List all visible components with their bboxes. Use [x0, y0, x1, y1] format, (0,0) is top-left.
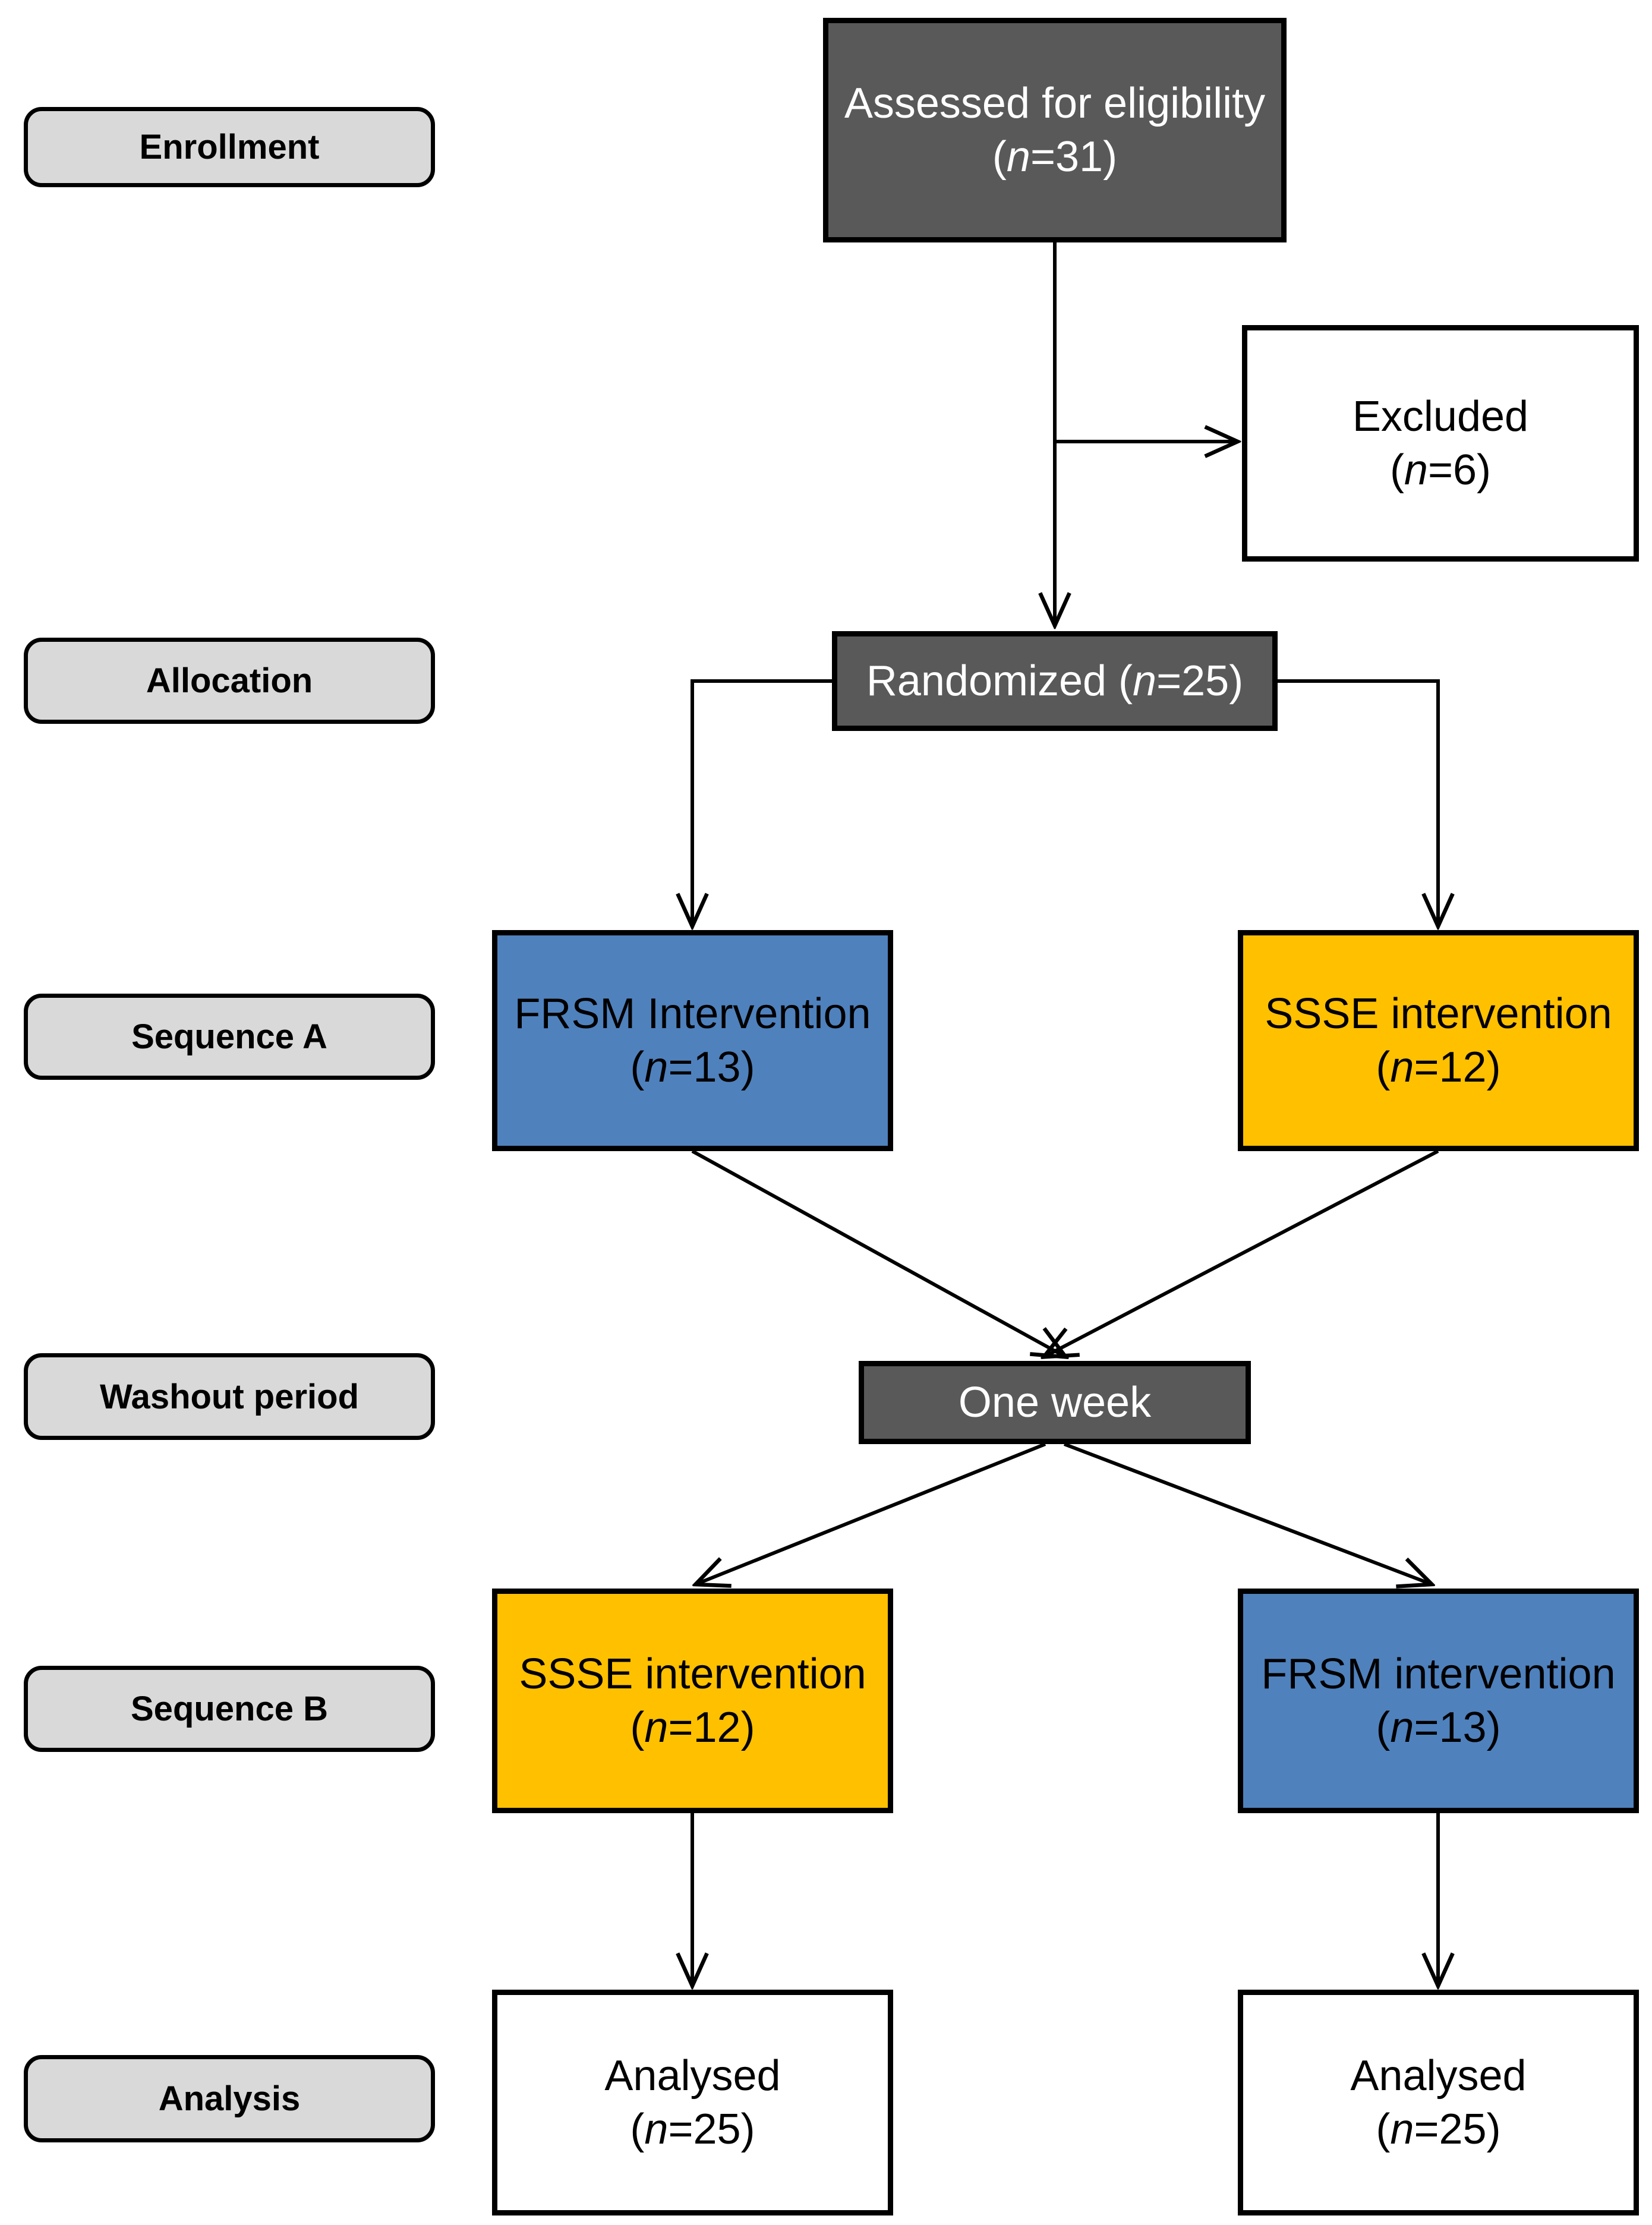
n-symbol: n: [644, 2106, 669, 2153]
box-line1: One week: [958, 1379, 1152, 1426]
n-symbol: n: [1006, 133, 1030, 181]
n-symbol: n: [644, 1704, 669, 1751]
stage-label-text: Analysis: [158, 2079, 301, 2118]
assessed-for-eligibility-box: Assessed for eligibility (n=31): [823, 18, 1287, 242]
count-value: =13): [1414, 1704, 1501, 1751]
stage-label-allocation: Allocation: [24, 638, 435, 724]
count-value: =25): [668, 2106, 755, 2153]
excluded-box: Excluded (n=6): [1242, 325, 1639, 562]
box-count-line: (n=31): [992, 130, 1117, 184]
stage-label-enrollment: Enrollment: [24, 107, 435, 187]
stage-label-sequence-b: Sequence B: [24, 1666, 435, 1752]
arrow-washout-to-ssse-b: [697, 1442, 1046, 1584]
washout-one-week-box: One week: [859, 1361, 1251, 1444]
stage-label-analysis: Analysis: [24, 2055, 435, 2142]
arrow-ssse-a-to-washout: [1045, 1149, 1439, 1356]
count-open-paren: (: [1376, 1704, 1391, 1751]
box-line1: SSSE intervention: [519, 1650, 866, 1698]
count-open-paren: (: [630, 1044, 645, 1091]
arrow-washout-to-frsm-b: [1063, 1442, 1430, 1584]
box-line1: FRSM intervention: [1261, 1650, 1616, 1698]
analysed-left-box: Analysed (n=25): [492, 1990, 893, 2215]
count-open-paren: (: [1376, 2106, 1391, 2153]
frsm-intervention-sequence-a-box: FRSM Intervention (n=13): [492, 930, 893, 1151]
box-line1: Assessed for eligibility: [844, 80, 1266, 127]
count-value: =25): [1414, 2106, 1501, 2153]
box-count-line: (n=25): [1376, 2103, 1500, 2156]
count-open-paren: (: [630, 2106, 645, 2153]
count-open-paren: (: [1376, 1044, 1391, 1091]
stage-label-washout-period: Washout period: [24, 1353, 435, 1440]
count-value: =6): [1427, 446, 1492, 494]
stage-label-text: Sequence B: [131, 1690, 328, 1728]
n-symbol: n: [1404, 446, 1428, 494]
arrow-frsm-a-to-washout: [691, 1149, 1064, 1356]
count-open-paren: (: [1389, 446, 1404, 494]
box-line1: Analysed: [604, 2052, 781, 2100]
box-count-line: (n=12): [1376, 1041, 1500, 1094]
box-count-line: (n=12): [630, 1701, 755, 1754]
box-line1: FRSM Intervention: [514, 990, 871, 1038]
box-line1: Analysed: [1350, 2052, 1527, 2100]
count-open-paren: (: [992, 133, 1007, 181]
count-value: =25): [1156, 657, 1244, 705]
randomized-text: Randomized (: [866, 657, 1133, 705]
n-symbol: n: [1133, 657, 1157, 705]
n-symbol: n: [1390, 1044, 1414, 1091]
arrow-randomized-to-frsm-a: [692, 679, 832, 925]
box-count-line: (n=13): [630, 1041, 755, 1094]
n-symbol: n: [1390, 2106, 1414, 2153]
arrow-randomized-to-ssse-a: [1278, 679, 1438, 925]
randomized-box: Randomized (n=25): [832, 631, 1278, 731]
stage-label-text: Enrollment: [139, 128, 320, 166]
box-line1: Excluded: [1352, 393, 1529, 440]
count-value: =12): [668, 1704, 755, 1751]
box-line1: SSSE intervention: [1265, 990, 1612, 1038]
n-symbol: n: [644, 1044, 669, 1091]
frsm-intervention-sequence-b-box: FRSM intervention (n=13): [1238, 1589, 1639, 1813]
n-symbol: n: [1390, 1704, 1414, 1751]
ssse-intervention-sequence-b-box: SSSE intervention (n=12): [492, 1589, 893, 1813]
count-value: =31): [1030, 133, 1118, 181]
analysed-right-box: Analysed (n=25): [1238, 1990, 1639, 2215]
stage-label-text: Washout period: [99, 1377, 360, 1416]
stage-label-text: Allocation: [146, 661, 313, 700]
count-value: =12): [1414, 1044, 1501, 1091]
count-open-paren: (: [630, 1704, 645, 1751]
stage-label-text: Sequence A: [131, 1017, 327, 1056]
box-count-line: (n=6): [1390, 443, 1491, 497]
count-value: =13): [668, 1044, 755, 1091]
box-count-line: (n=25): [630, 2103, 755, 2156]
ssse-intervention-sequence-a-box: SSSE intervention (n=12): [1238, 930, 1639, 1151]
box-line1: Randomized (n=25): [866, 654, 1243, 708]
stage-label-sequence-a: Sequence A: [24, 994, 435, 1080]
box-count-line: (n=13): [1376, 1701, 1500, 1754]
